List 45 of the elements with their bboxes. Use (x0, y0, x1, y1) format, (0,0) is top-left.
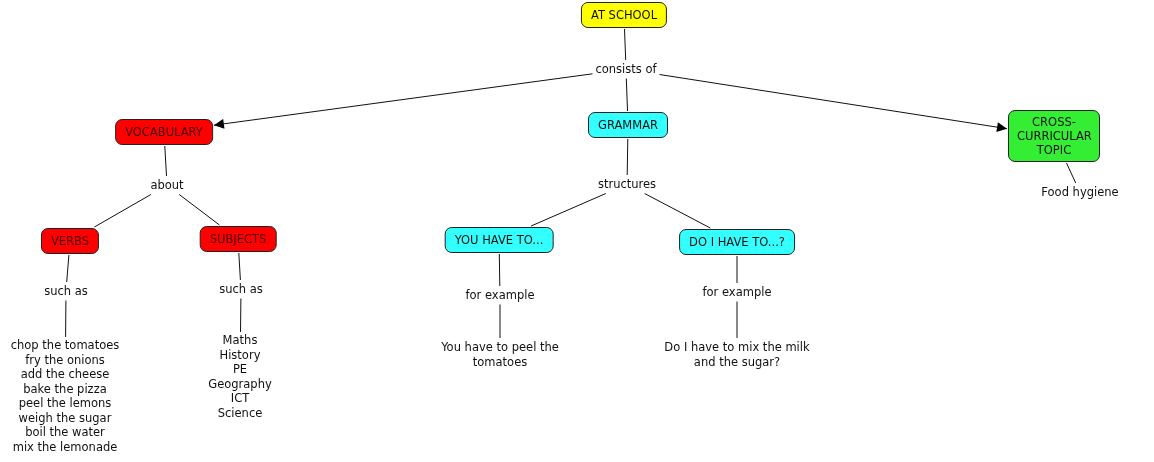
list-item: weigh the sugar (18, 410, 112, 425)
arrow (213, 73, 593, 129)
connector-line (240, 298, 242, 333)
list-item: boil the water (25, 425, 105, 440)
connector-line (624, 28, 627, 61)
list-item: History (219, 347, 261, 362)
linking-phrase: Food hygiene (1039, 184, 1121, 201)
connector-line (736, 301, 738, 339)
connector-line (736, 255, 738, 284)
list-item: peel the lemons (18, 396, 112, 411)
connector-line (93, 194, 152, 228)
connector-line (498, 253, 501, 287)
concept-box: CROSS-CURRICULAR TOPIC (1008, 110, 1100, 162)
linking-phrase: for example (463, 287, 537, 304)
arrow (659, 74, 1008, 133)
list-item: ICT (230, 391, 250, 406)
list-item: mix the lemonade (12, 439, 118, 454)
connector-line (66, 254, 70, 283)
concept-box: VERBS (40, 228, 100, 254)
list-item: Science (217, 405, 263, 420)
concept-box: VOCABULARY (115, 119, 213, 145)
concept-box: DO I HAVE TO...? (679, 229, 795, 255)
connector-line (164, 145, 167, 177)
list-item: PE (232, 362, 248, 377)
connector-line (178, 194, 220, 226)
list-item: Geography (208, 376, 272, 391)
connector-line (499, 304, 501, 339)
list-item: fry the onions (25, 352, 105, 367)
concept-box: YOU HAVE TO... (444, 227, 554, 253)
connector-line (644, 193, 711, 229)
list-item: chop the tomatoes (10, 338, 120, 353)
connector-line (238, 252, 241, 281)
connector-line (1066, 162, 1077, 184)
connector-line (65, 300, 67, 338)
linking-phrase: for example (700, 284, 774, 301)
connector-line (625, 78, 628, 112)
list-item: bake the pizza (23, 381, 107, 396)
linking-phrase: structures (595, 176, 659, 193)
concept-box: GRAMMAR (588, 112, 668, 138)
list-item: Maths (222, 333, 258, 348)
concept-box: SUBJECTS (199, 226, 277, 252)
connector-line (626, 138, 629, 176)
concept-box: AT SCHOOL (580, 2, 668, 28)
list-item: add the cheese (20, 367, 110, 382)
connector-line (530, 193, 607, 227)
